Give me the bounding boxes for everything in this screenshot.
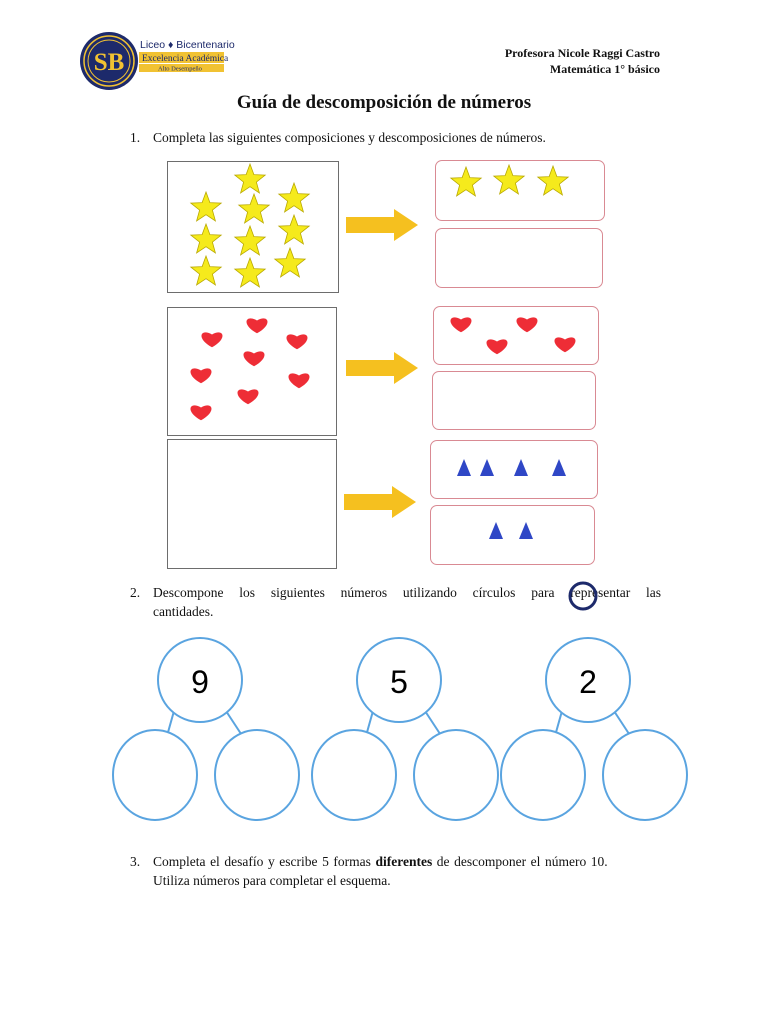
- heart-icon: [516, 317, 538, 333]
- exercise-3-number: 3.: [130, 854, 141, 869]
- number-tree: 9: [112, 637, 300, 821]
- star-icon: [536, 164, 570, 196]
- circle-icon: [568, 581, 598, 611]
- number-tree: 2: [500, 637, 688, 821]
- answer-box-hearts-2[interactable]: [432, 371, 596, 430]
- circle-icon[interactable]: [602, 729, 688, 821]
- star-icon: [233, 256, 267, 288]
- heart-icon: [286, 334, 308, 350]
- empty-group-box[interactable]: [167, 439, 337, 569]
- star-icon: [233, 162, 267, 194]
- answer-box-hearts-1: [433, 306, 599, 365]
- star-icon: [189, 190, 223, 222]
- heart-icon: [246, 318, 268, 334]
- school-logo: SB Liceo ♦ Bicentenario Excelencia Acadé…: [80, 32, 235, 90]
- arrow-icon: [346, 209, 418, 241]
- heart-icon: [190, 405, 212, 421]
- circle-icon: [157, 637, 243, 723]
- star-icon: [189, 254, 223, 286]
- exercise-3-text-line2: Utiliza números para completar el esquem…: [153, 873, 391, 888]
- triangle-icon: [457, 459, 471, 476]
- answer-box-stars-2[interactable]: [435, 228, 603, 288]
- circle-icon[interactable]: [500, 729, 586, 821]
- arrow-icon: [346, 352, 418, 384]
- exercise-3-text-b: de descomponer el número 10.: [432, 854, 608, 869]
- answer-box-stars-1: [435, 160, 605, 221]
- page-title: Guía de descomposición de números: [236, 92, 532, 113]
- circle-icon[interactable]: [214, 729, 300, 821]
- circle-icon[interactable]: [112, 729, 198, 821]
- heart-icon: [486, 339, 508, 355]
- triangle-icon: [519, 522, 533, 539]
- heart-icon: [190, 368, 212, 384]
- heart-icon: [201, 332, 223, 348]
- answer-box-triangles-1: [430, 440, 598, 499]
- answer-box-triangles-2: [430, 505, 595, 565]
- triangle-icon: [480, 459, 494, 476]
- heart-icon: [243, 351, 265, 367]
- star-icon: [277, 181, 311, 213]
- circle-icon: [545, 637, 631, 723]
- tree-top-number: 5: [390, 664, 408, 700]
- svg-text:Excelencia Académica: Excelencia Académica: [142, 54, 229, 64]
- exercise-3-instruction: 3. Completa el desafío y escribe 5 forma…: [130, 852, 661, 892]
- heart-icon: [554, 337, 576, 353]
- svg-text:Liceo ♦ Bicentenario: Liceo ♦ Bicentenario: [140, 39, 235, 51]
- exercise-1-text: Completa las siguientes composiciones y …: [153, 130, 546, 145]
- star-icon: [277, 213, 311, 245]
- exercise-2-text-line2: cantidades.: [153, 604, 214, 619]
- star-icon: [233, 224, 267, 256]
- tree-top-number: 9: [191, 664, 209, 700]
- heart-icon: [237, 389, 259, 405]
- exercise-2-instruction: 2. Descompone los siguientes números uti…: [130, 583, 661, 623]
- heart-icon: [450, 317, 472, 333]
- exercise-1-number: 1.: [130, 130, 141, 145]
- stars-group-box: [167, 161, 339, 293]
- triangle-icon: [489, 522, 503, 539]
- triangle-icon: [552, 459, 566, 476]
- circle-icon[interactable]: [311, 729, 397, 821]
- svg-text:Alto Desempeño: Alto Desempeño: [158, 66, 202, 73]
- exercise-3-text-a: Completa el desafío y escribe 5 formas: [153, 854, 376, 869]
- star-icon: [449, 165, 483, 197]
- circle-icon: [356, 637, 442, 723]
- star-icon: [189, 222, 223, 254]
- tree-top-number: 2: [579, 664, 597, 700]
- svg-text:SB: SB: [94, 49, 125, 76]
- number-trees: 9 5 2: [112, 637, 688, 821]
- teacher-name: Profesora Nicole Raggi Castro: [504, 46, 660, 60]
- hearts-group-box: [167, 307, 337, 436]
- circle-icon[interactable]: [413, 729, 499, 821]
- exercise-1-instruction: 1. Completa las siguientes composiciones…: [130, 128, 670, 148]
- star-icon: [237, 192, 271, 224]
- exercise-3-text-line1: Completa el desafío y escribe 5 formas d…: [153, 852, 661, 871]
- exercise-2-number: 2.: [130, 585, 141, 600]
- exercise-3-text-bold: diferentes: [375, 854, 433, 869]
- arrow-icon: [344, 486, 416, 518]
- triangle-icon: [514, 459, 528, 476]
- exercise-2-text-line1: Descompone los siguientes números utiliz…: [153, 585, 661, 600]
- star-icon: [492, 163, 526, 195]
- star-icon: [273, 246, 307, 278]
- course-name: Matemática 1° básico: [549, 62, 660, 76]
- number-tree: 5: [311, 637, 499, 821]
- heart-icon: [288, 373, 310, 389]
